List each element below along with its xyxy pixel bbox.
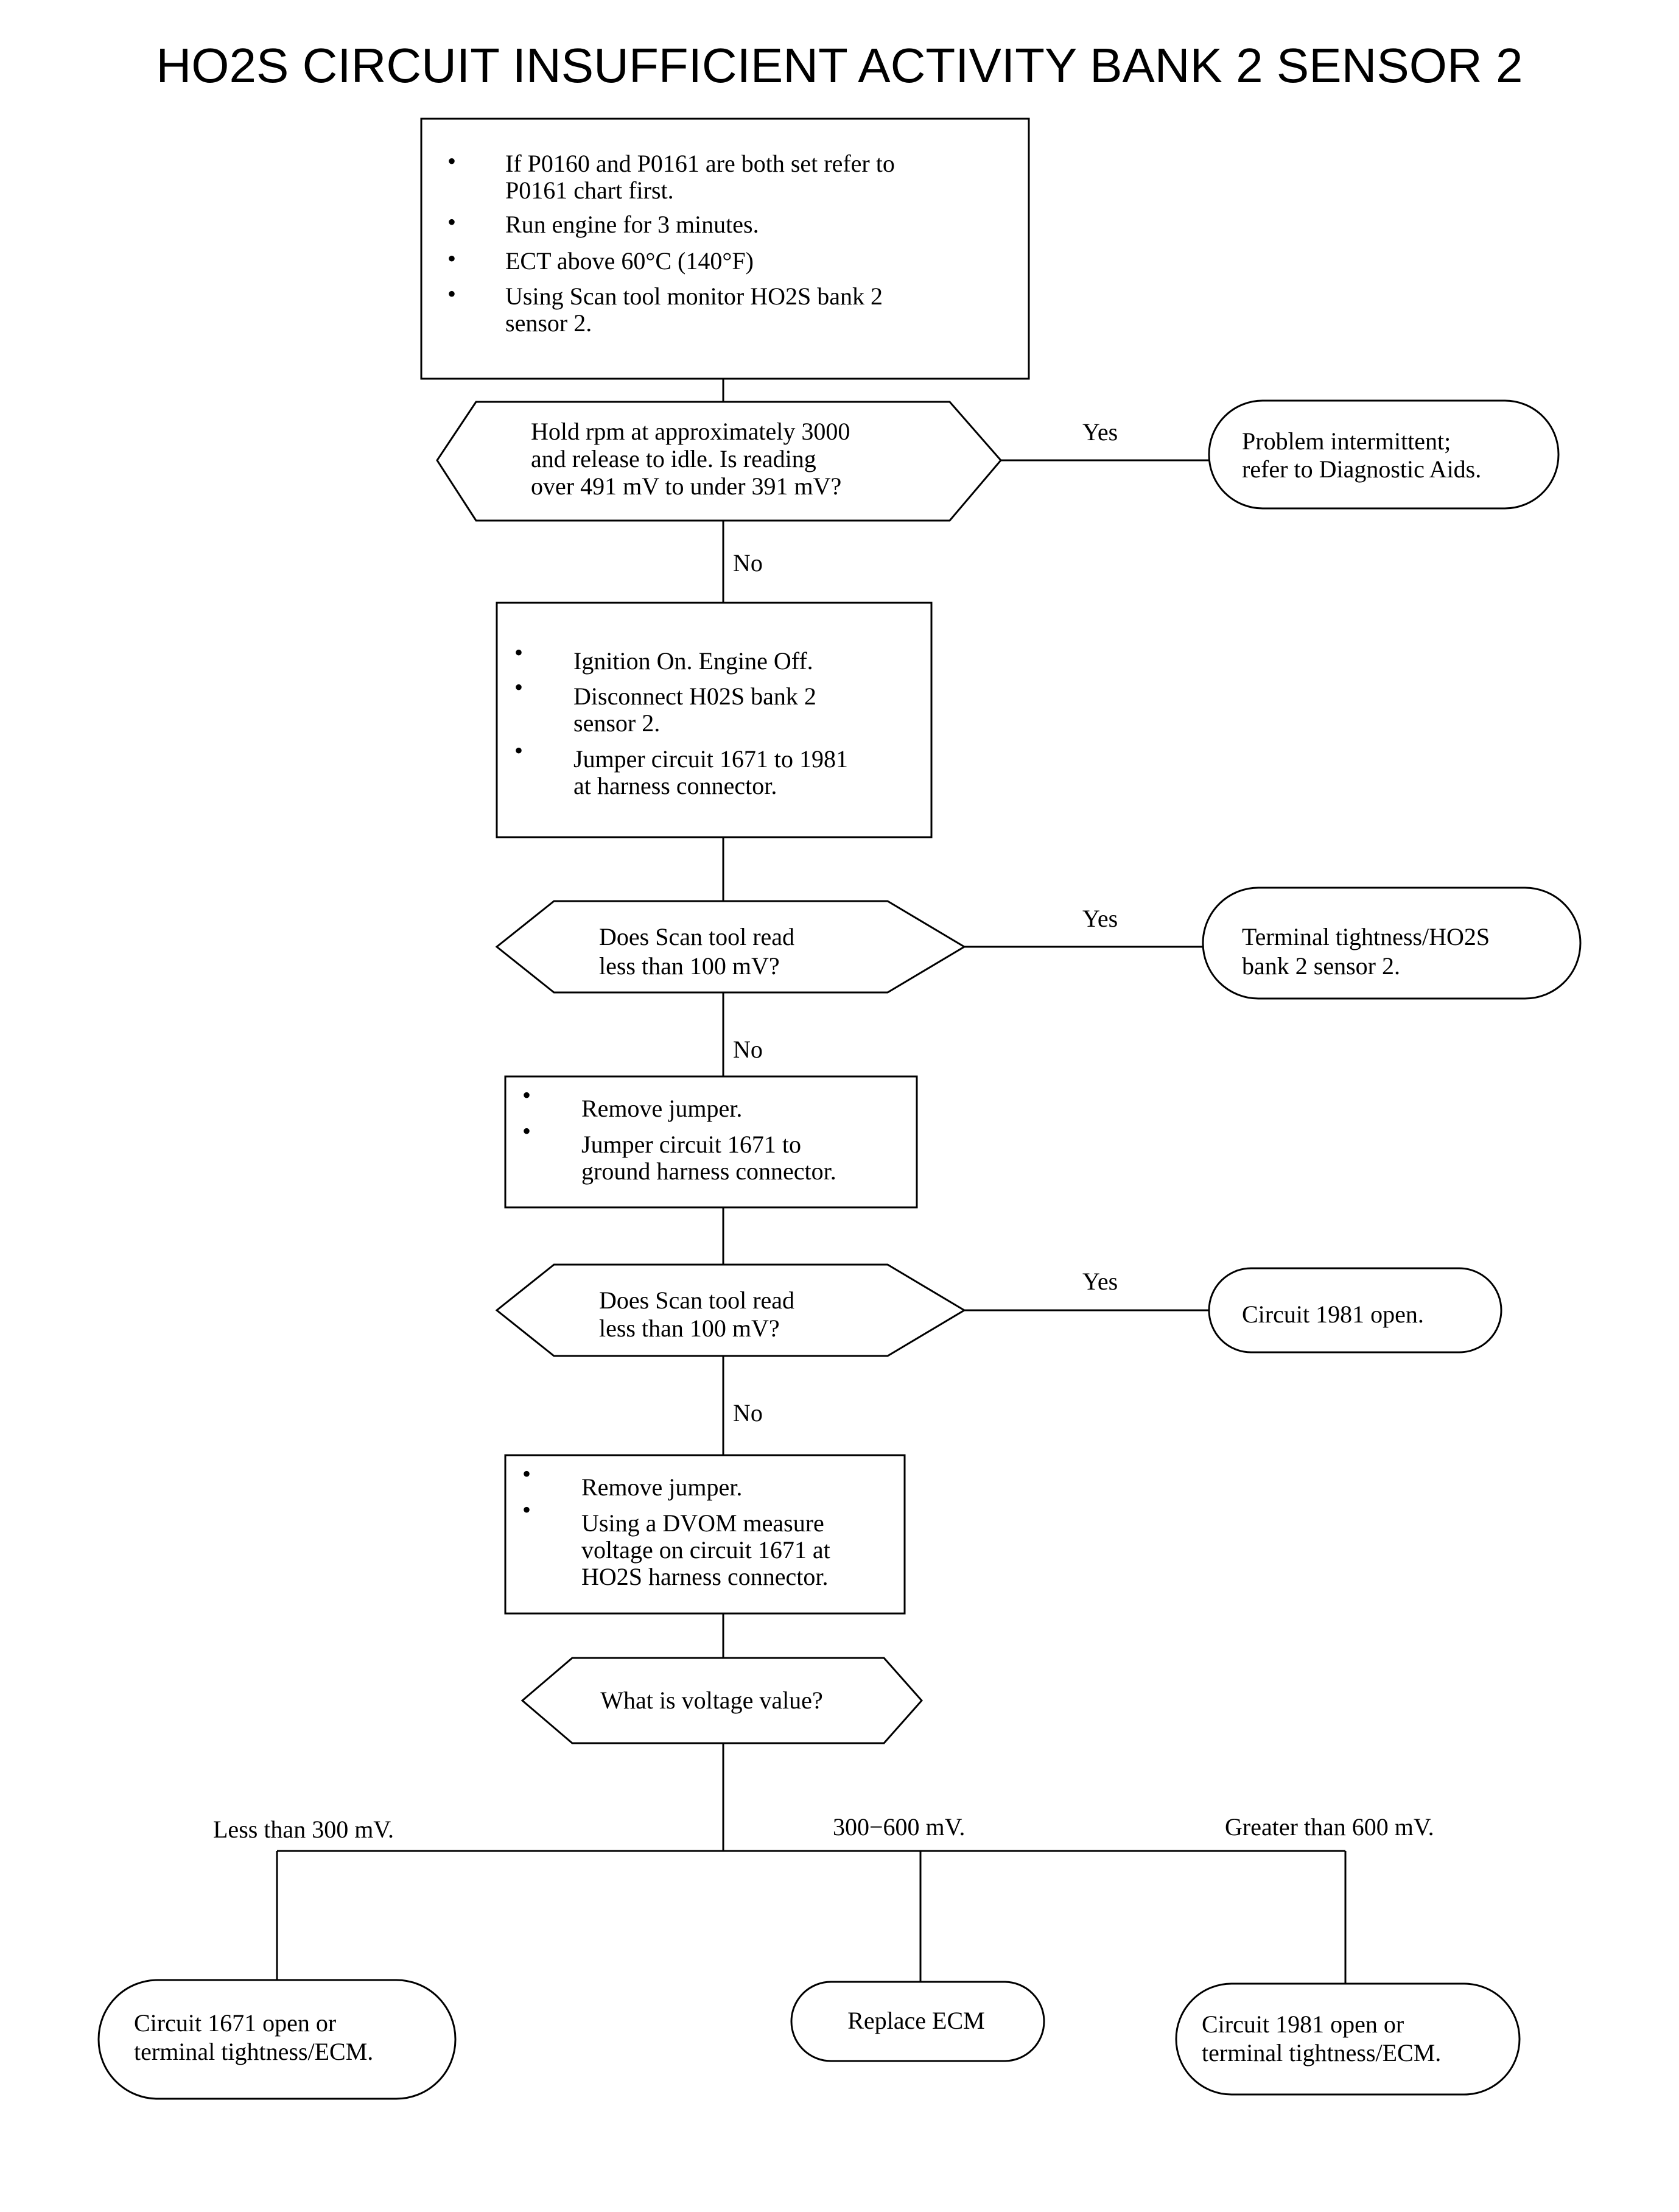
bullet: • — [522, 1460, 531, 1487]
remove1-item-1: Remove jumper. — [581, 1095, 742, 1122]
label-no-3: No — [733, 1399, 763, 1427]
terminal-open-1981: Circuit 1981 open. — [1208, 1267, 1502, 1354]
label-no-1: No — [733, 549, 763, 577]
decision-voltage-text: What is voltage value? — [600, 1687, 822, 1714]
bullet: • — [514, 673, 523, 701]
bullet: • — [447, 280, 456, 307]
terminal-replace-ecm: Replace ECM — [790, 1981, 1045, 2062]
bullet: • — [522, 1496, 531, 1523]
start-item-3: ECT above 60°C (140°F) — [505, 247, 754, 275]
process-box-start: • If P0160 and P0161 are both set refer … — [420, 118, 1030, 380]
bullet: • — [447, 245, 456, 272]
process-box-start-text: • If P0160 and P0161 are both set refer … — [447, 147, 895, 337]
label-300-600: 300−600 mV. — [833, 1813, 965, 1841]
label-yes-3: Yes — [1082, 1268, 1118, 1295]
terminal-intermittent-text: Problem intermittent;refer to Diagnostic… — [1242, 427, 1481, 483]
bullet: • — [447, 147, 456, 175]
bullet: • — [514, 639, 523, 666]
label-no-2: No — [733, 1036, 763, 1063]
label-greater-600: Greater than 600 mV. — [1225, 1813, 1434, 1841]
terminal-open-1981-text: Circuit 1981 open. — [1242, 1301, 1424, 1328]
remove2-item-1: Remove jumper. — [581, 1473, 742, 1501]
connectors — [276, 379, 1347, 1984]
bullet: • — [447, 208, 456, 236]
bullet: • — [514, 737, 523, 764]
label-less-300: Less than 300 mV. — [213, 1816, 394, 1843]
process-box-remove-1: • Remove jumper. • Jumper circuit 1671 t… — [504, 1075, 918, 1209]
chart-title: HO2S CIRCUIT INSUFFICIENT ACTIVITY BANK … — [156, 38, 1523, 93]
decision-voltage: What is voltage value? — [521, 1657, 924, 1744]
bullet: • — [522, 1117, 531, 1145]
start-item-1: If P0160 and P0161 are both set refer to… — [505, 150, 895, 204]
ignition-item-1: Ignition On. Engine Off. — [573, 647, 813, 675]
label-yes-1: Yes — [1082, 418, 1118, 446]
terminal-replace-ecm-text: Replace ECM — [847, 2007, 985, 2034]
bullet: • — [522, 1081, 531, 1109]
terminal-intermittent: Problem intermittent;refer to Diagnostic… — [1208, 399, 1560, 510]
label-yes-2: Yes — [1082, 905, 1118, 932]
start-item-2: Run engine for 3 minutes. — [505, 211, 759, 238]
process-box-ignition: • Ignition On. Engine Off. • Disconnect … — [496, 602, 933, 838]
